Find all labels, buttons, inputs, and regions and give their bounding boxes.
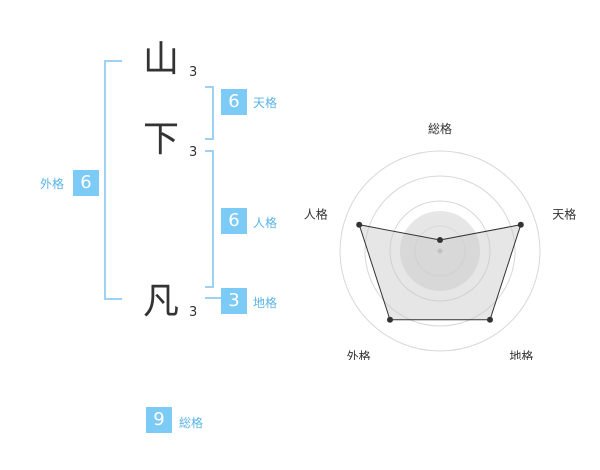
stroke-count-2: 3 <box>189 145 198 160</box>
radar-ring <box>364 175 516 327</box>
stroke-count-3: 3 <box>189 305 198 320</box>
radar-center-dot <box>437 248 443 254</box>
soukaku-label: 総格 <box>179 416 204 430</box>
jinkaku-label: 人格 <box>253 216 278 230</box>
radar-point-2 <box>517 221 524 228</box>
radar-point-5 <box>356 221 363 228</box>
radar-point-1 <box>437 237 443 243</box>
tenkaku-label: 天格 <box>253 96 278 110</box>
radar-axis-label: 外格 <box>347 349 371 361</box>
radar-ring <box>414 225 466 277</box>
radar-ring <box>389 200 491 302</box>
gaikaku-label: 外格 <box>40 177 65 191</box>
name-char-2: 下 <box>143 119 180 160</box>
radar-point-4 <box>387 316 393 323</box>
radar-ring <box>339 150 541 352</box>
chikaku-label: 地格 <box>253 296 278 310</box>
tenkaku-badge: 6 <box>221 89 247 115</box>
gaikaku-badge: 6 <box>73 170 99 196</box>
jinkaku-badge: 6 <box>221 208 247 234</box>
radar-axis-label: 地格 <box>509 349 533 361</box>
stroke-count-1: 3 <box>189 65 198 80</box>
name-char-1: 山 <box>143 39 180 80</box>
radar-point-3 <box>487 316 493 323</box>
radar-axis-label: 総格 <box>428 121 452 136</box>
name-char-3: 凡 <box>143 281 180 322</box>
radar-axis-label: 人格 <box>304 207 328 222</box>
soukaku-badge: 9 <box>146 407 172 433</box>
radar-series-polygon <box>358 224 522 321</box>
chikaku-badge: 3 <box>221 288 247 314</box>
chikaku-connector <box>205 297 221 299</box>
radar-axis-label: 天格 <box>552 207 576 222</box>
